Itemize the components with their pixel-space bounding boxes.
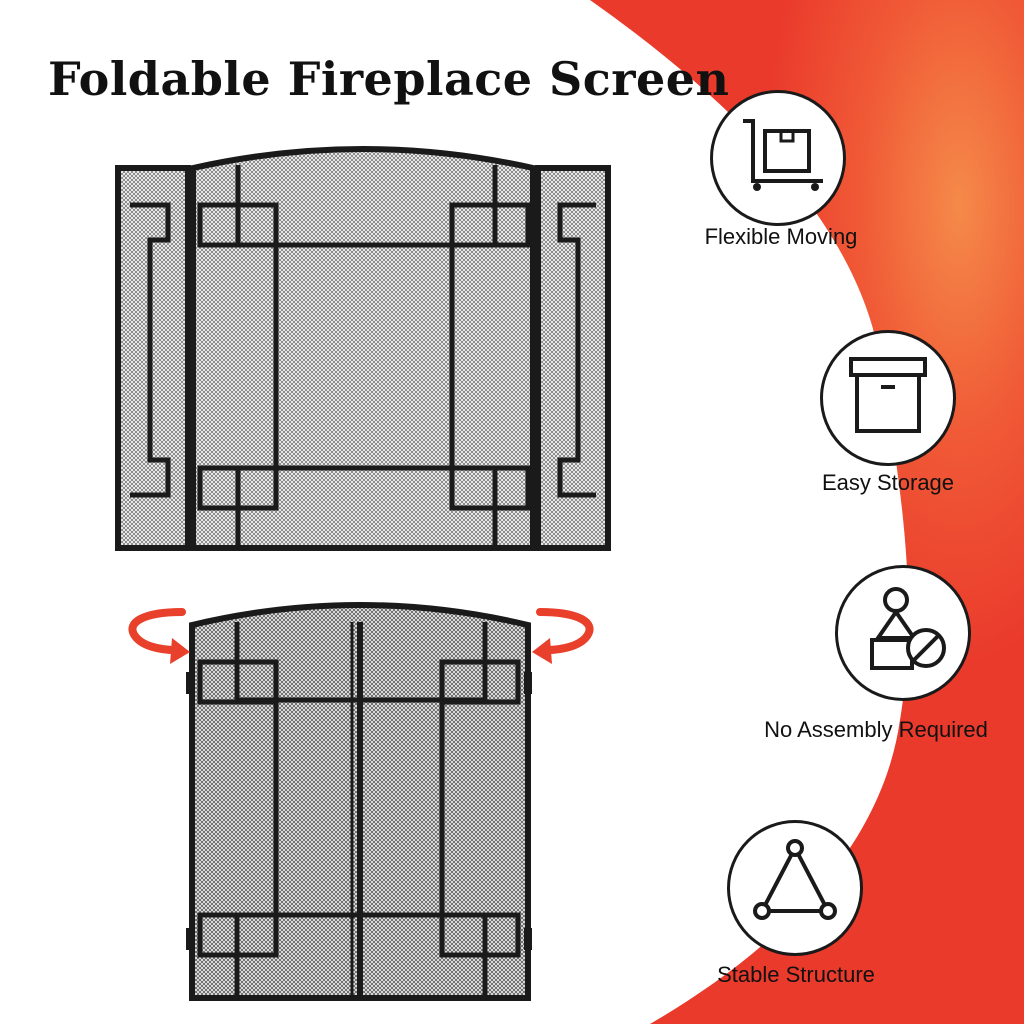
right-panel [535,165,611,551]
rotate-right-arrow-icon [532,608,594,664]
feature-label-no-assembly: No Assembly Required [764,717,988,742]
feature-flexible-moving [710,90,846,226]
left-panel [115,165,191,551]
storage-box-icon [849,357,927,433]
middle-panel [190,146,536,551]
feature-label-stable-structure: Stable Structure [717,962,875,987]
triangle-structure-icon [753,839,837,920]
feature-label-easy-storage: Easy Storage [821,470,955,495]
feature-no-assembly [835,565,971,701]
cart-box-icon [743,119,823,191]
feature-stable-structure [727,820,863,956]
shapes-no-tools-icon [870,587,946,670]
feature-easy-storage [820,330,956,466]
feature-label-flexible-moving: Flexible Moving [704,224,858,249]
rotate-left-arrow-icon [128,608,190,664]
page-title: Foldable Fireplace Screen [48,52,730,106]
